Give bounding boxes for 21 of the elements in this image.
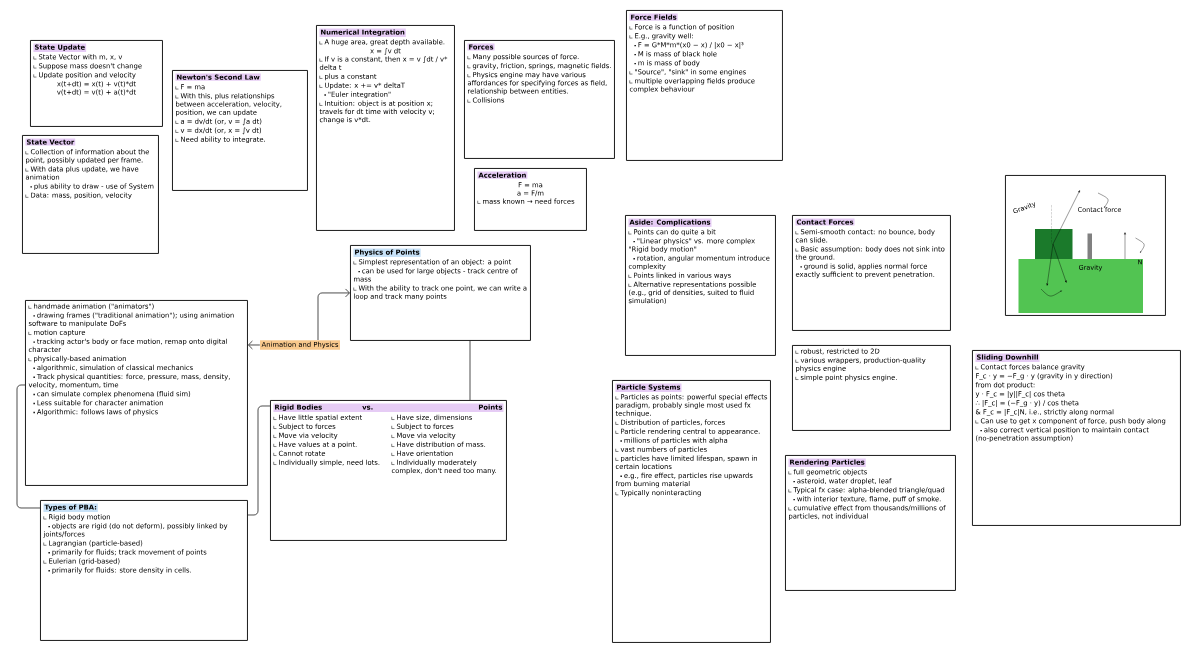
connector [248,340,261,350]
note-card [464,40,615,159]
note-card [22,135,159,254]
note-card [625,215,776,356]
note-card [172,70,308,191]
note-card [792,215,951,331]
note-card [350,245,531,341]
note-card [270,400,507,541]
note-card [612,380,771,643]
note-card [30,40,163,127]
connector [16,384,41,509]
note-card [474,168,587,231]
note-card [792,345,951,431]
note-card [626,10,783,161]
note-card [40,500,248,641]
note-card [25,300,248,486]
note-card [972,350,1181,526]
connector [317,288,350,341]
note-card [316,25,455,231]
connector [469,340,471,401]
note-card [785,455,956,591]
